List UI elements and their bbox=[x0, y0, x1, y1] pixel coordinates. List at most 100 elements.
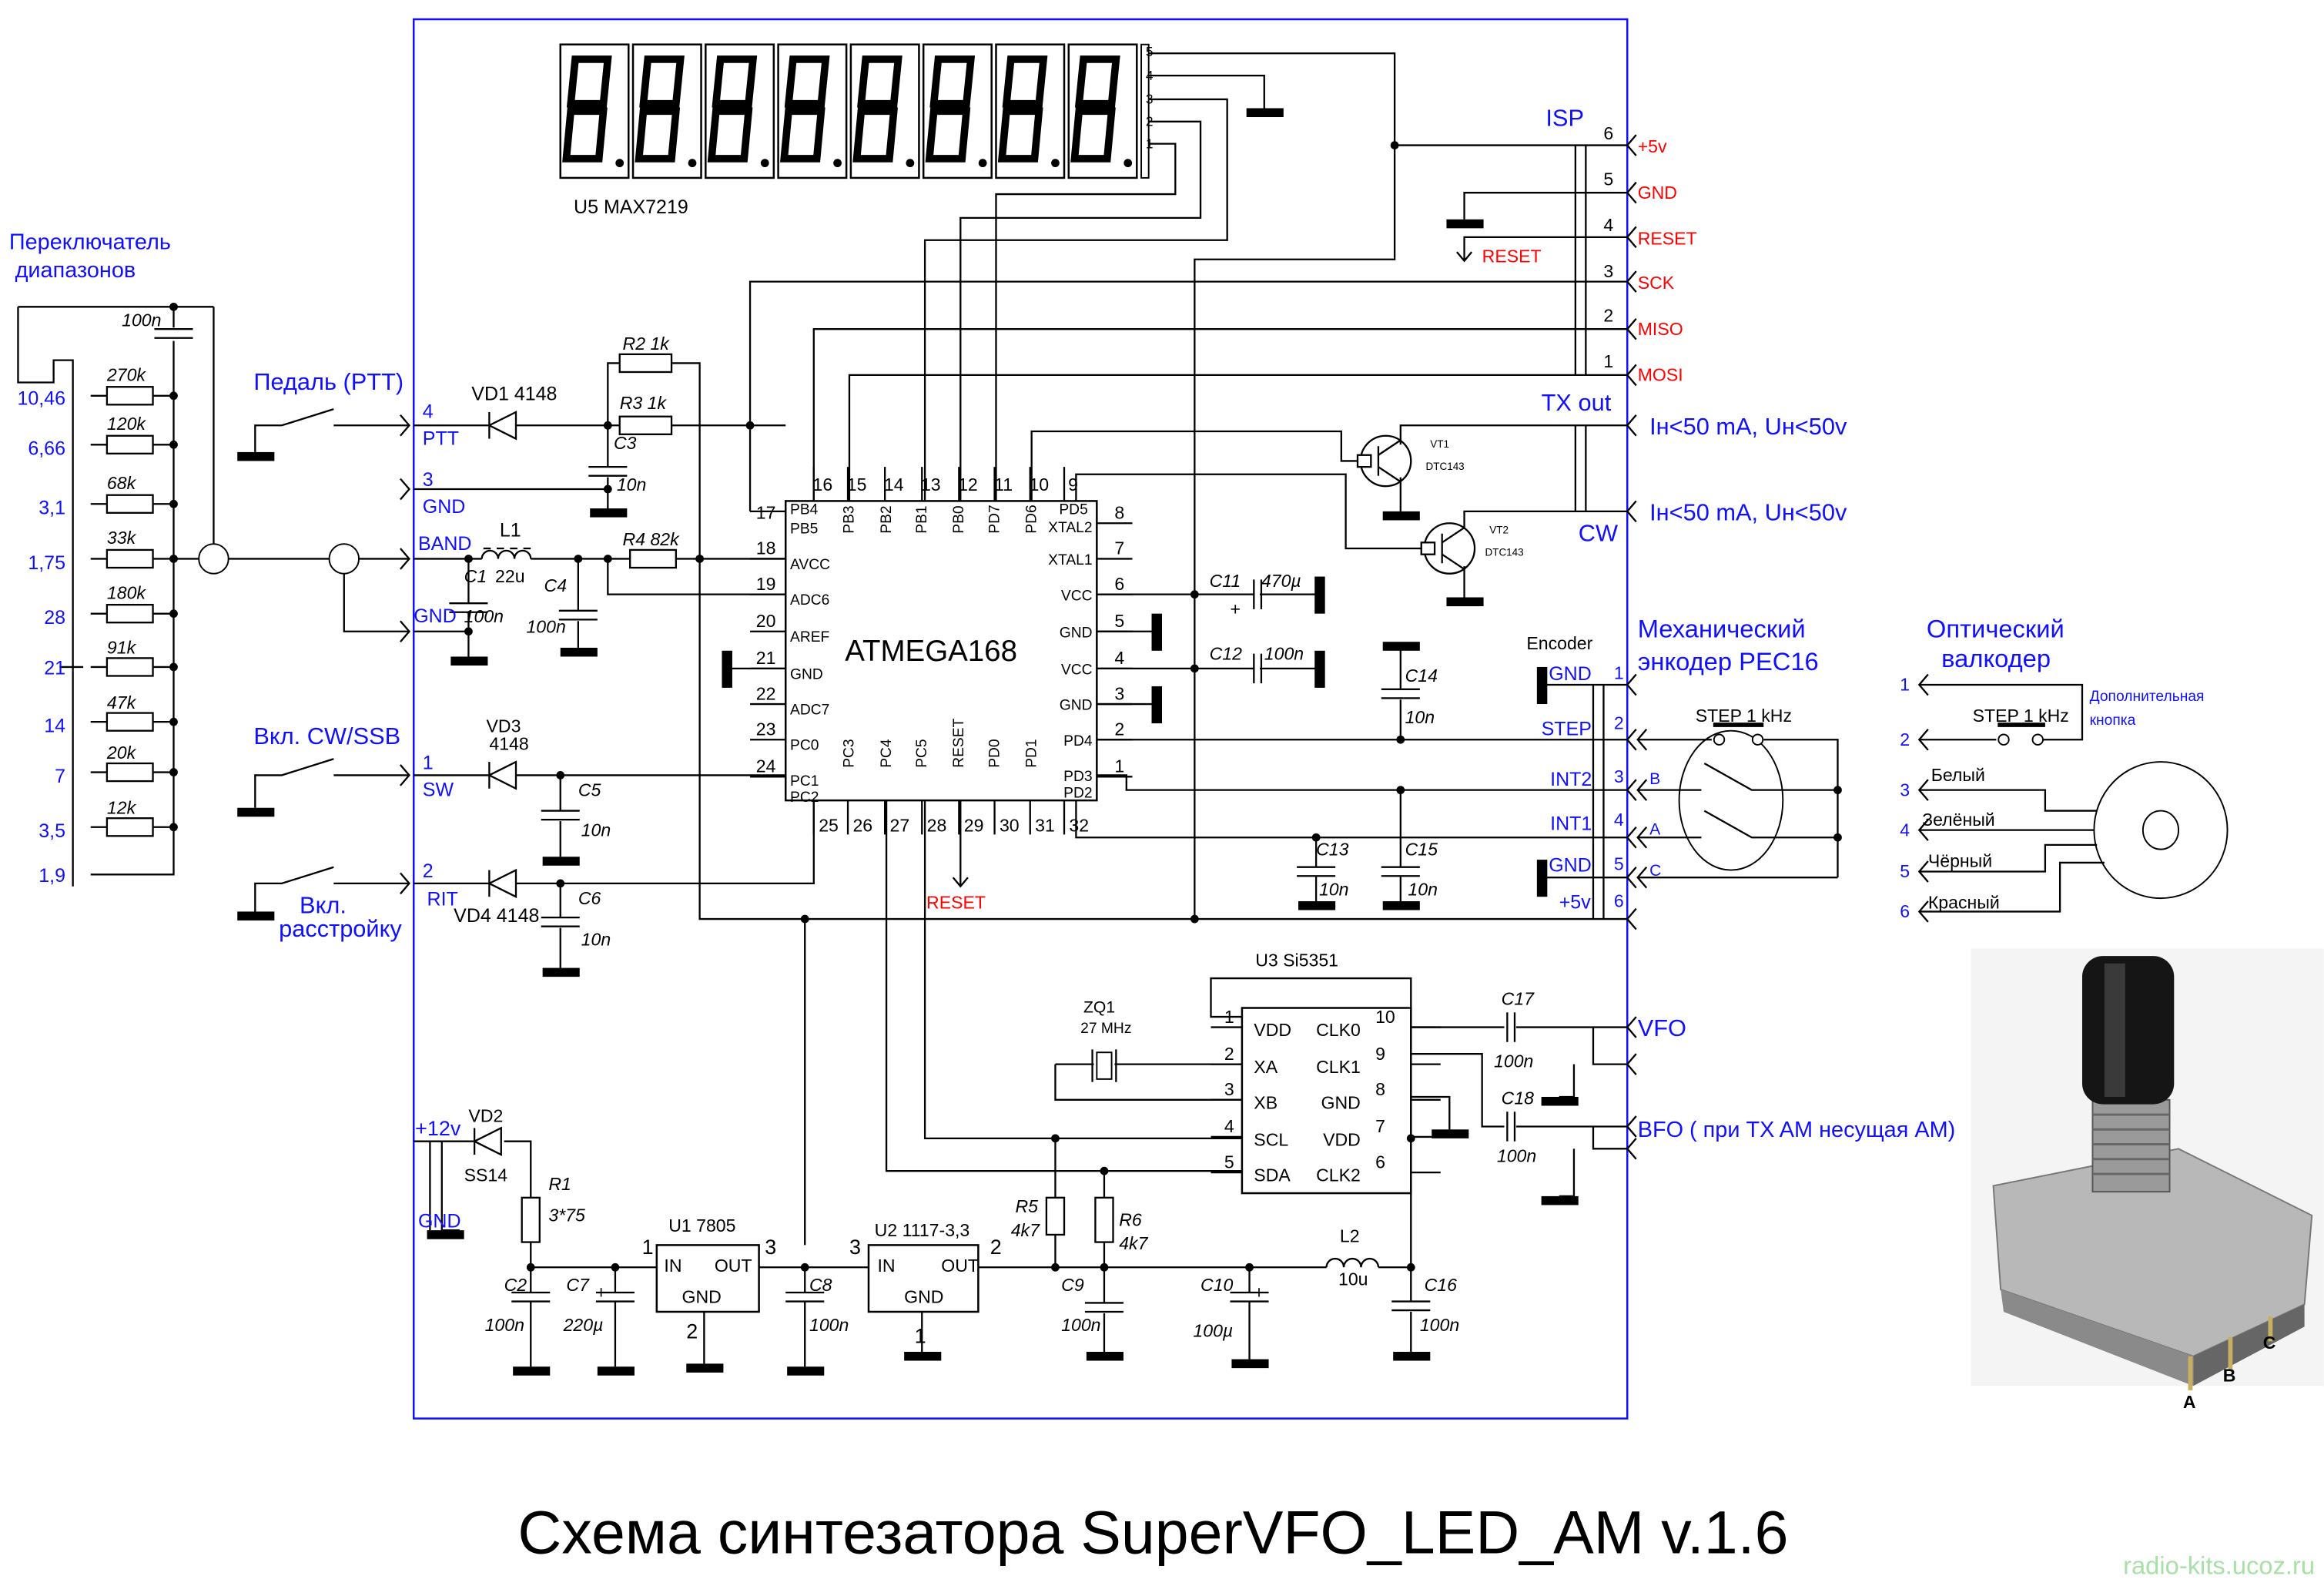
encoder-photo bbox=[1971, 948, 2324, 1390]
transistor-emitter bbox=[1378, 466, 1401, 483]
label-parts-u1-pins-1: 3 bbox=[765, 1236, 776, 1259]
label-mcu-top-labels-3: PB0 bbox=[951, 505, 967, 533]
label-mcu-bottom-pins-5: 30 bbox=[1000, 816, 1020, 836]
label-encoder-wire-colors-1: Зелёный bbox=[1922, 810, 1995, 830]
label-band-switch-bands-2: 3,1 bbox=[39, 498, 65, 519]
label-encoder-step-label: STEP 1 kHz bbox=[1696, 706, 1792, 726]
label-parts-c9-val: 100n bbox=[1061, 1315, 1100, 1335]
ground-symbol bbox=[1446, 219, 1484, 229]
label-mcu-right-pins-1: 7 bbox=[1114, 538, 1124, 558]
label-parts-r6-val: 4k7 bbox=[1119, 1233, 1148, 1253]
resistor bbox=[1356, 454, 1372, 468]
label-outputs-limit2: Iн<50 mA, Uн<50v bbox=[1649, 498, 1847, 525]
button-contact bbox=[1713, 733, 1726, 746]
resistor bbox=[1045, 1196, 1066, 1236]
label-mcu-right-labels-4: GND bbox=[1060, 698, 1093, 714]
label-parts-c6-val: 10n bbox=[581, 930, 611, 950]
junction-dot bbox=[1833, 833, 1842, 842]
wire bbox=[254, 866, 334, 912]
connector-arrow bbox=[1636, 729, 1648, 751]
junction-dot bbox=[169, 440, 178, 449]
label-mcu-right-labels-0: XTAL1 bbox=[1048, 552, 1092, 568]
label-encoder-step-label: STEP 1 kHz bbox=[1973, 706, 2069, 726]
digit-segments bbox=[1070, 55, 1120, 163]
label-parts-reg-gnd: GND bbox=[682, 1286, 722, 1306]
label-parts-reg-gnd: GND bbox=[904, 1286, 943, 1306]
label-encoder-opt-title1: Оптический bbox=[1927, 614, 2064, 642]
label-mcu-left-labels-8: PC1 bbox=[790, 773, 819, 790]
label-isp-signals-0: +5v bbox=[1638, 136, 1667, 156]
shielded-cable bbox=[328, 543, 360, 575]
label-parts-c10-val: 100µ bbox=[1193, 1321, 1233, 1341]
wire bbox=[923, 98, 1228, 501]
junction-dot bbox=[574, 555, 583, 563]
junction-dot bbox=[833, 159, 842, 168]
label-mcu-bottom-labels-5: PD1 bbox=[1023, 739, 1040, 767]
label-mcu-bottom-pins-2: 27 bbox=[890, 816, 910, 836]
label-mcu-left-pins-2: 19 bbox=[756, 574, 776, 594]
junction-dot bbox=[556, 879, 565, 888]
si5351-chip bbox=[1241, 1007, 1412, 1195]
label-encoder-signals-4: GND bbox=[1549, 854, 1592, 876]
label-isp-pins-2: 4 bbox=[1603, 215, 1613, 235]
label-encoder-signals-0: GND bbox=[1549, 663, 1592, 685]
label-mcu-name: ATMEGA168 bbox=[845, 635, 1017, 668]
resistor bbox=[105, 434, 154, 454]
wire bbox=[254, 408, 334, 452]
ground-symbol bbox=[686, 1363, 724, 1373]
digit-segments bbox=[997, 55, 1048, 163]
label-parts-zq1-val: 27 MHz bbox=[1080, 1021, 1131, 1037]
label-mcu-bottom-labels-4: PD0 bbox=[986, 739, 1003, 767]
connector-arrow bbox=[400, 764, 410, 786]
label-encoder-mech-contacts-0: B bbox=[1649, 770, 1660, 788]
label-parts-vt2-type: DTC143 bbox=[1485, 547, 1523, 558]
label-encoder-signals-2: INT2 bbox=[1550, 769, 1592, 790]
wire bbox=[1703, 763, 1838, 791]
label-parts-vd3: VD3 bbox=[487, 716, 521, 736]
label-mcu-left-labels-4: AREF bbox=[790, 629, 829, 645]
label-mcu-top-labels-1: PB2 bbox=[879, 505, 895, 533]
junction-dot bbox=[1051, 1262, 1060, 1272]
label-parts-c12-val: 100n bbox=[1264, 643, 1304, 663]
connector-arrow bbox=[1636, 866, 1648, 889]
junction-dot bbox=[1396, 786, 1405, 795]
label-band-switch-bands-0: 10,46 bbox=[17, 387, 65, 409]
label-parts-r1: R1 bbox=[548, 1174, 571, 1194]
label-parts-c14-val: 10n bbox=[1405, 707, 1435, 727]
label-parts-vd2-val: SS14 bbox=[464, 1165, 508, 1185]
wire bbox=[530, 1242, 657, 1269]
wire bbox=[1559, 1064, 1576, 1098]
label-parts-u2-pins-2: 1 bbox=[915, 1324, 926, 1347]
junction-dot bbox=[1396, 735, 1405, 744]
label-encoder-opt-pins-2: 3 bbox=[1900, 780, 1910, 800]
label-display-pins-0: 5 bbox=[1146, 44, 1154, 59]
junction-dot bbox=[464, 627, 473, 636]
ground-symbol bbox=[1151, 686, 1162, 724]
crystal bbox=[1096, 1051, 1113, 1080]
label-mcu-top-labels-5: PD6 bbox=[1023, 505, 1040, 533]
label-parts-c11-val: 470µ bbox=[1261, 571, 1301, 591]
junction-dot bbox=[688, 159, 697, 168]
ground-symbol bbox=[1393, 1351, 1431, 1361]
label-parts-c8: C8 bbox=[809, 1275, 832, 1295]
label-parts-l2-val: 10u bbox=[1338, 1269, 1368, 1289]
connector-arrow bbox=[1626, 364, 1637, 387]
label-encoder-signals-5: +5v bbox=[1559, 892, 1592, 914]
connector-arrow bbox=[1626, 729, 1637, 751]
label-mcu-right-pins-5: 3 bbox=[1114, 683, 1124, 703]
label-parts-c6: C6 bbox=[578, 888, 601, 908]
label-isp-signals-5: MOSI bbox=[1638, 365, 1683, 385]
diode bbox=[487, 868, 517, 899]
label-mcu-top-pins-6: 10 bbox=[1029, 474, 1049, 495]
ground-symbol bbox=[237, 451, 275, 461]
wire bbox=[1411, 1053, 1505, 1128]
label-isp-signals-1: GND bbox=[1638, 183, 1677, 203]
label-mcu-left-labels-7: PC0 bbox=[790, 738, 819, 754]
wire bbox=[1148, 74, 1265, 109]
junction-dot bbox=[1051, 1134, 1060, 1143]
label-encoder-mech-contacts-2: C bbox=[1649, 862, 1661, 880]
label-parts-vd1: VD1 4148 bbox=[471, 384, 557, 405]
ground-symbol bbox=[787, 1366, 825, 1376]
label-mcu-bottom-pins-4: 29 bbox=[964, 816, 984, 836]
